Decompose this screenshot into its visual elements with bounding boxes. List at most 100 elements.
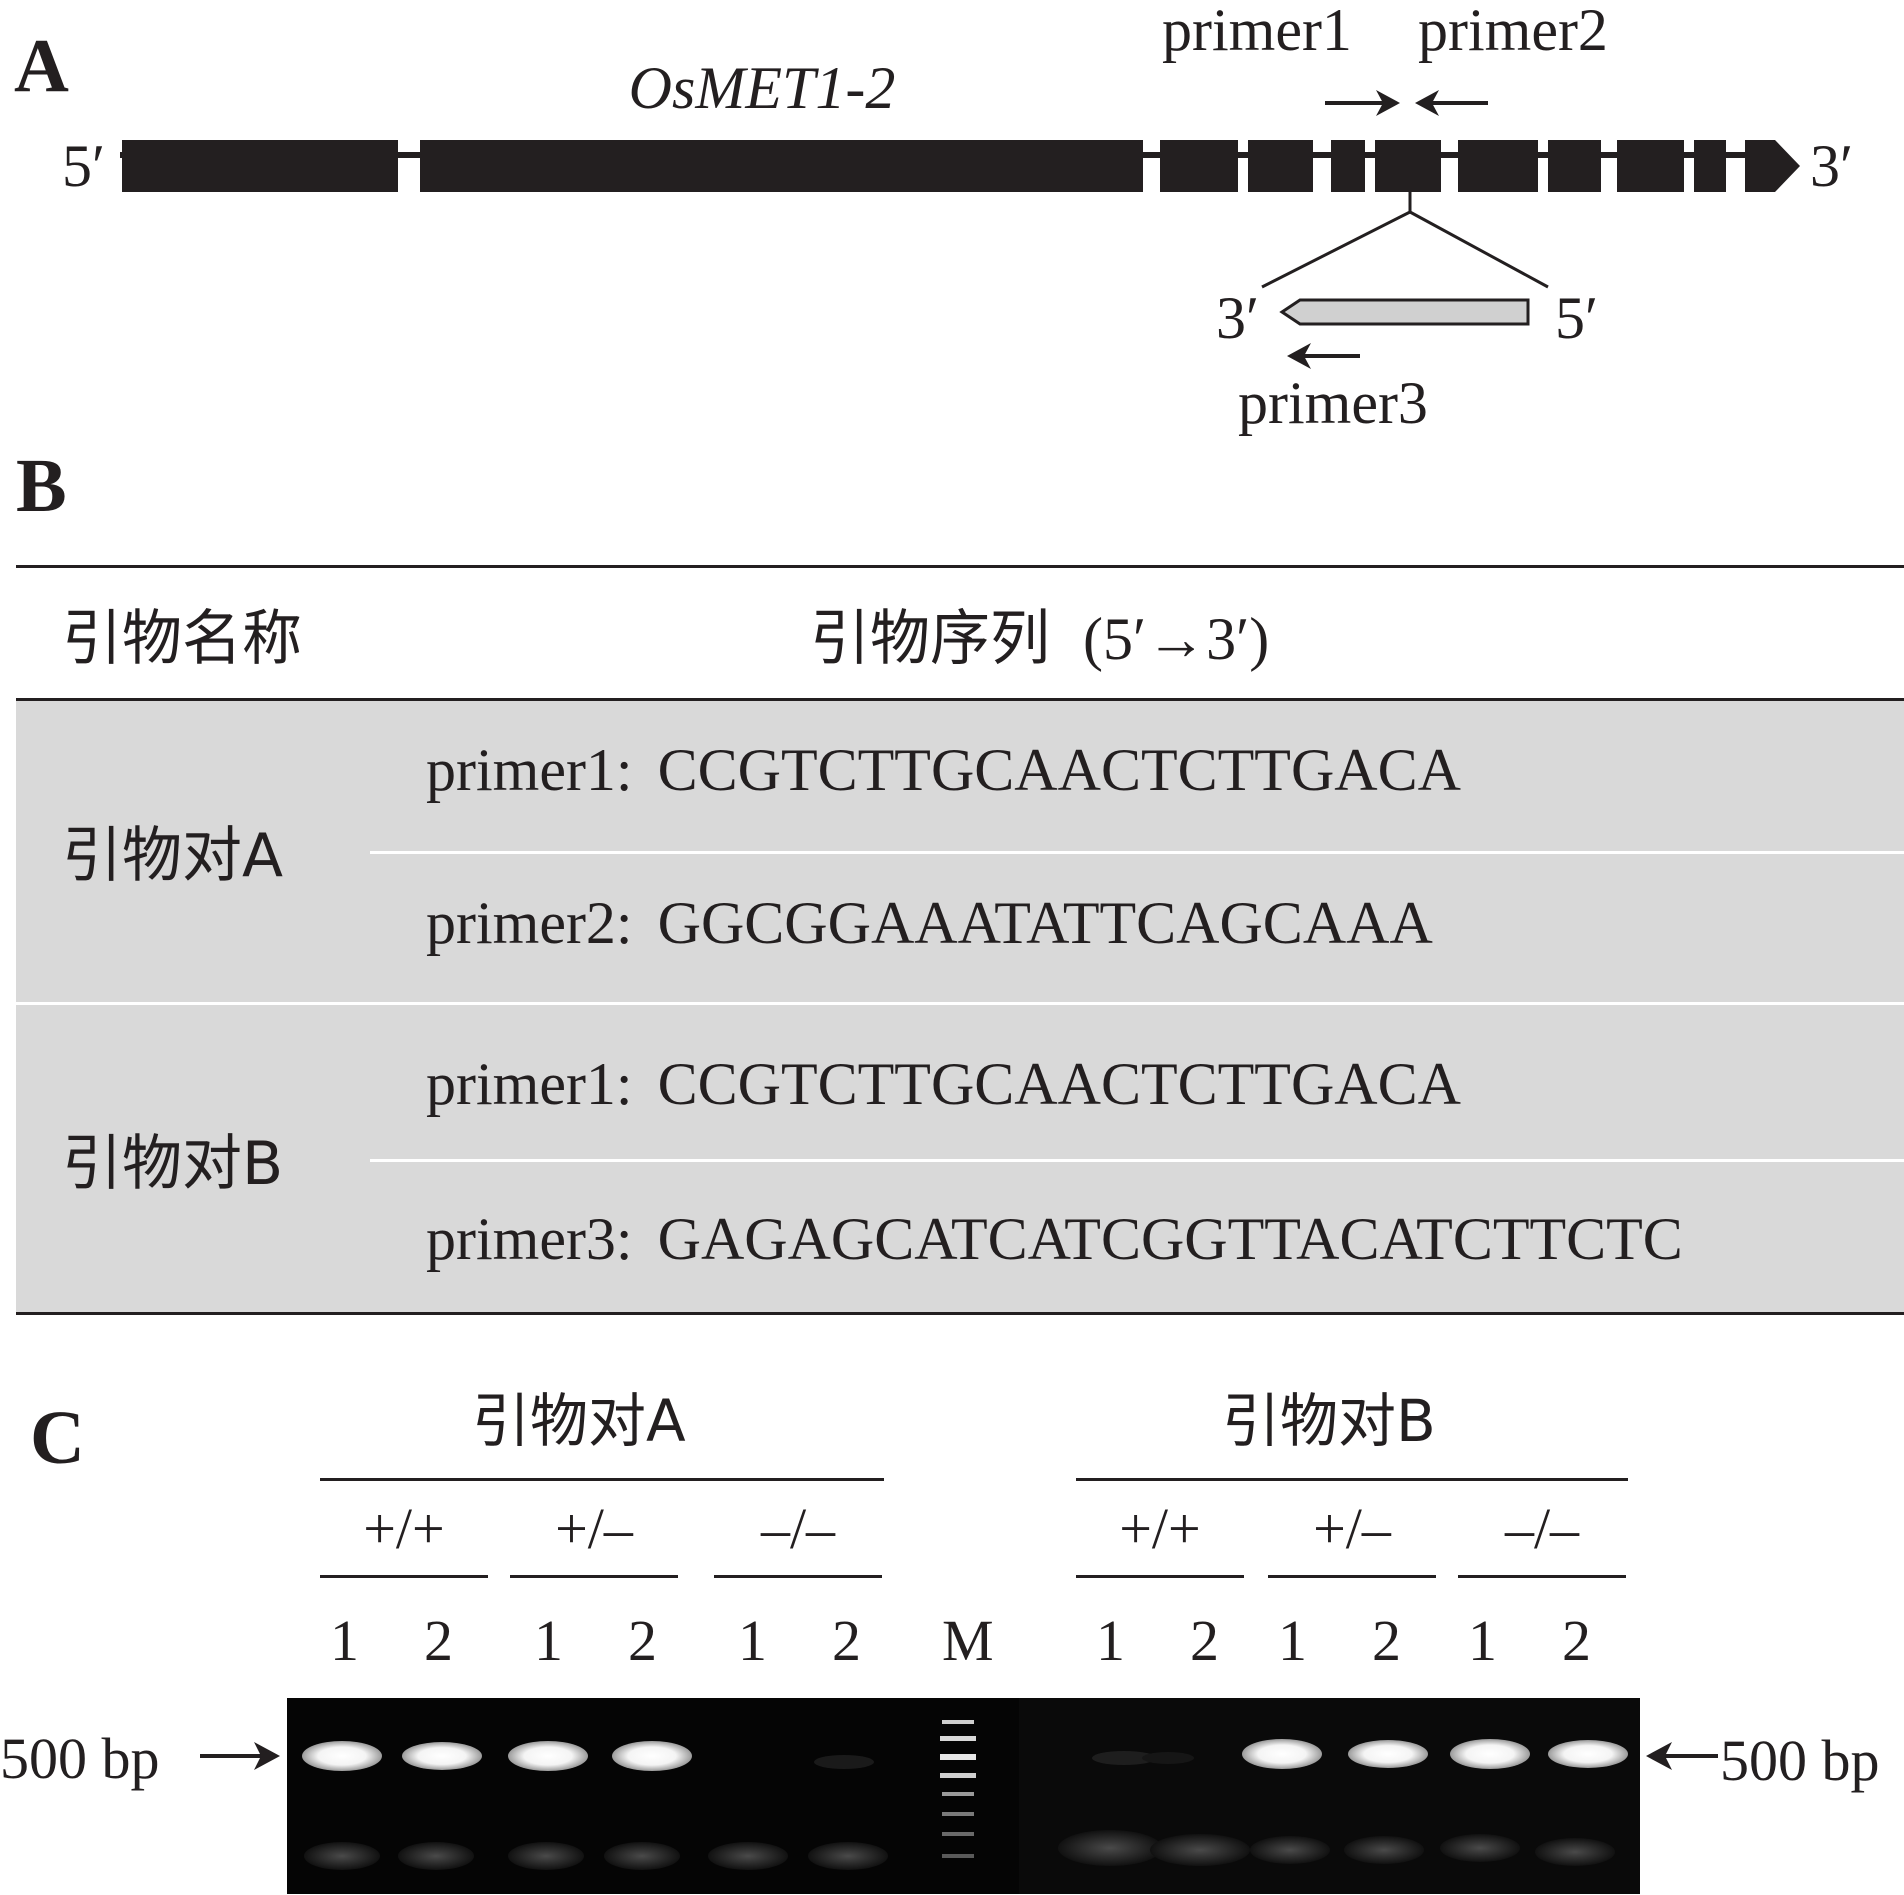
- genotype-het-b: +/–: [1313, 1496, 1391, 1561]
- genotype-rule-hom-a: [714, 1575, 882, 1578]
- primer-label: primer3:: [426, 1206, 633, 1272]
- marker-lane-label: M: [942, 1608, 994, 1673]
- exon-6: [1375, 140, 1441, 192]
- insert-five-prime-label: 5′: [1555, 285, 1598, 351]
- pair-b-primer1-row: primer1: CCGTCTTGCAACTCTTGACA: [426, 1054, 1461, 1114]
- row-divider-b: [370, 1159, 1904, 1162]
- lane-number: 2: [424, 1608, 453, 1673]
- genotype-hom-b: –/–: [1504, 1496, 1580, 1561]
- group-b-title: 引物对B: [1222, 1392, 1436, 1451]
- exon-3: [1160, 140, 1238, 192]
- primer-dimer: [1250, 1836, 1330, 1864]
- primer-dimer: [708, 1842, 788, 1870]
- panel-b-label: B: [16, 444, 67, 528]
- size-arrow-left: [200, 1742, 280, 1770]
- size-label-left: 500 bp: [0, 1726, 160, 1791]
- pair-b-name-text: 引物对B: [62, 1129, 284, 1199]
- primer-label: primer2:: [426, 890, 633, 956]
- primer-dimer: [398, 1842, 474, 1870]
- band-500bp: [302, 1741, 382, 1771]
- lane-number: 1: [1096, 1608, 1125, 1673]
- primer2-arrow: [1415, 90, 1488, 116]
- primer-dimer: [1150, 1834, 1250, 1866]
- primer-dimer: [808, 1842, 888, 1870]
- three-prime-label: 3′: [1810, 133, 1853, 199]
- exon-last-arrow: [1745, 140, 1800, 192]
- faint-band: [814, 1755, 874, 1769]
- lane-number: 1: [330, 1608, 359, 1673]
- table-top-rule: [16, 565, 1904, 568]
- table-bottom-rule: [16, 1312, 1904, 1315]
- primer-sequence: CCGTCTTGCAACTCTTGACA: [657, 1051, 1461, 1117]
- size-arrow-right: [1646, 1742, 1718, 1770]
- pair-a-primer1-row: primer1: CCGTCTTGCAACTCTTGACA: [426, 740, 1461, 800]
- primer-dimer: [1344, 1836, 1424, 1864]
- lane-number: 1: [534, 1608, 563, 1673]
- band-500bp: [1450, 1739, 1530, 1769]
- primer3-arrow: [1287, 343, 1360, 369]
- primer1-arrow: [1325, 90, 1400, 116]
- primer3-label: primer3: [1238, 370, 1428, 436]
- band-500bp: [612, 1741, 692, 1771]
- insertion-left-line: [1261, 210, 1411, 289]
- primer-dimer: [1535, 1838, 1615, 1866]
- genotype-het-a: +/–: [555, 1496, 633, 1561]
- group-b-rule: [1076, 1478, 1628, 1481]
- pair-b-primer3-row: primer3: GAGAGCATCATCGGTTACATCTTCTC: [426, 1209, 1683, 1269]
- header-seq-direction: (5′→3′): [1083, 606, 1270, 672]
- primer-sequence: CCGTCTTGCAACTCTTGACA: [657, 737, 1461, 803]
- band-500bp: [1242, 1739, 1322, 1769]
- primer-sequence: GAGAGCATCATCGGTTACATCTTCTC: [657, 1206, 1683, 1272]
- exon-1: [122, 140, 398, 192]
- lane-number: 2: [832, 1608, 861, 1673]
- primer2-label: primer2: [1418, 0, 1608, 63]
- faint-band: [1142, 1752, 1194, 1764]
- group-a-title: 引物对A: [472, 1392, 686, 1451]
- genotype-rule-hom-b: [1458, 1575, 1626, 1578]
- group-b-title-text: 引物对B: [1222, 1387, 1436, 1455]
- gene-structure-diagram: OsMET1-2 5′ 3′ primer1 primer2 3′ 5′ pri…: [62, 0, 1853, 436]
- panel-c-label: C: [30, 1396, 85, 1480]
- table-header-rule: [16, 698, 1904, 701]
- gene-name: OsMET1-2: [629, 55, 896, 121]
- table-body: [16, 701, 1904, 1312]
- primer1-label: primer1: [1162, 0, 1352, 63]
- primer-dimer: [508, 1842, 584, 1870]
- insert-fragment: [1279, 298, 1530, 326]
- band-500bp: [402, 1742, 482, 1770]
- pair-a-primer2-row: primer2: GGCGGAAATATTCAGCAAA: [426, 893, 1433, 953]
- genotype-rule-wt-a: [320, 1575, 488, 1578]
- genotype-wt-a: +/+: [363, 1496, 445, 1561]
- genotype-rule-het-b: [1268, 1575, 1436, 1578]
- exon-2: [420, 140, 1143, 192]
- panel-a-label: A: [14, 24, 69, 108]
- group-a-title-text: 引物对A: [472, 1387, 686, 1455]
- exon-7: [1458, 140, 1538, 192]
- primer-label: primer1:: [426, 1051, 633, 1117]
- primer-dimer: [304, 1842, 380, 1870]
- size-label-right: 500 bp: [1720, 1728, 1880, 1793]
- lane-number: 1: [738, 1608, 767, 1673]
- header-seq-title: 引物序列: [810, 604, 1050, 674]
- pair-a-name-text: 引物对A: [62, 821, 284, 891]
- exon-5: [1331, 140, 1365, 192]
- insertion-right-line: [1409, 210, 1549, 289]
- pair-b-name: 引物对B: [62, 1134, 283, 1194]
- genotype-rule-wt-b: [1076, 1575, 1244, 1578]
- primer-dimer: [604, 1842, 680, 1870]
- exon-4: [1248, 140, 1313, 192]
- five-prime-label: 5′: [62, 133, 105, 199]
- insert-three-prime-label: 3′: [1216, 285, 1259, 351]
- genotype-rule-het-a: [510, 1575, 678, 1578]
- primer-sequence: GGCGGAAATATTCAGCAAA: [657, 890, 1433, 956]
- group-a-rule: [320, 1478, 884, 1481]
- exon-9: [1617, 140, 1684, 192]
- primer-dimer: [1058, 1830, 1162, 1866]
- genotype-hom-a: –/–: [760, 1496, 836, 1561]
- exon-10: [1694, 140, 1726, 192]
- genotype-wt-b: +/+: [1119, 1496, 1201, 1561]
- primer-label: primer1:: [426, 737, 633, 803]
- row-divider-a: [370, 851, 1904, 854]
- lane-number: 1: [1278, 1608, 1307, 1673]
- primer-dimer: [1440, 1834, 1520, 1862]
